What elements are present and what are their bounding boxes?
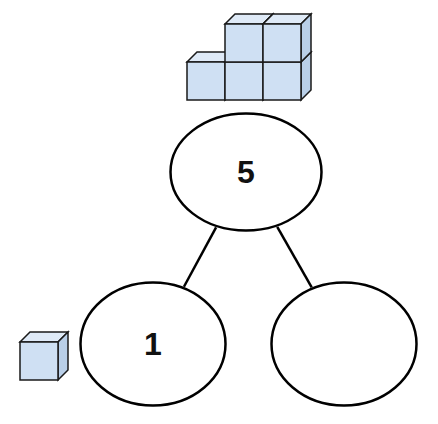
circle-shape [81, 283, 226, 406]
bond-line [277, 227, 311, 287]
unit-cube [20, 332, 68, 380]
bond-line [184, 227, 216, 286]
cube-front [20, 342, 58, 380]
circle-outline [270, 281, 418, 407]
circle-shape [272, 283, 417, 406]
circle-shape [171, 114, 322, 231]
number-circle [270, 281, 418, 407]
number-circle: 1 [79, 281, 227, 407]
unit-cube [263, 14, 311, 62]
cube-front [263, 62, 301, 100]
number-circle: 5 [169, 112, 323, 232]
cube-front [225, 62, 263, 100]
cube-front [225, 24, 263, 62]
number-label: 1 [144, 328, 162, 360]
cube-front [187, 62, 225, 100]
cube-front [263, 24, 301, 62]
number-label: 5 [237, 156, 255, 188]
cube-side [58, 332, 68, 380]
cube-side [301, 14, 311, 62]
